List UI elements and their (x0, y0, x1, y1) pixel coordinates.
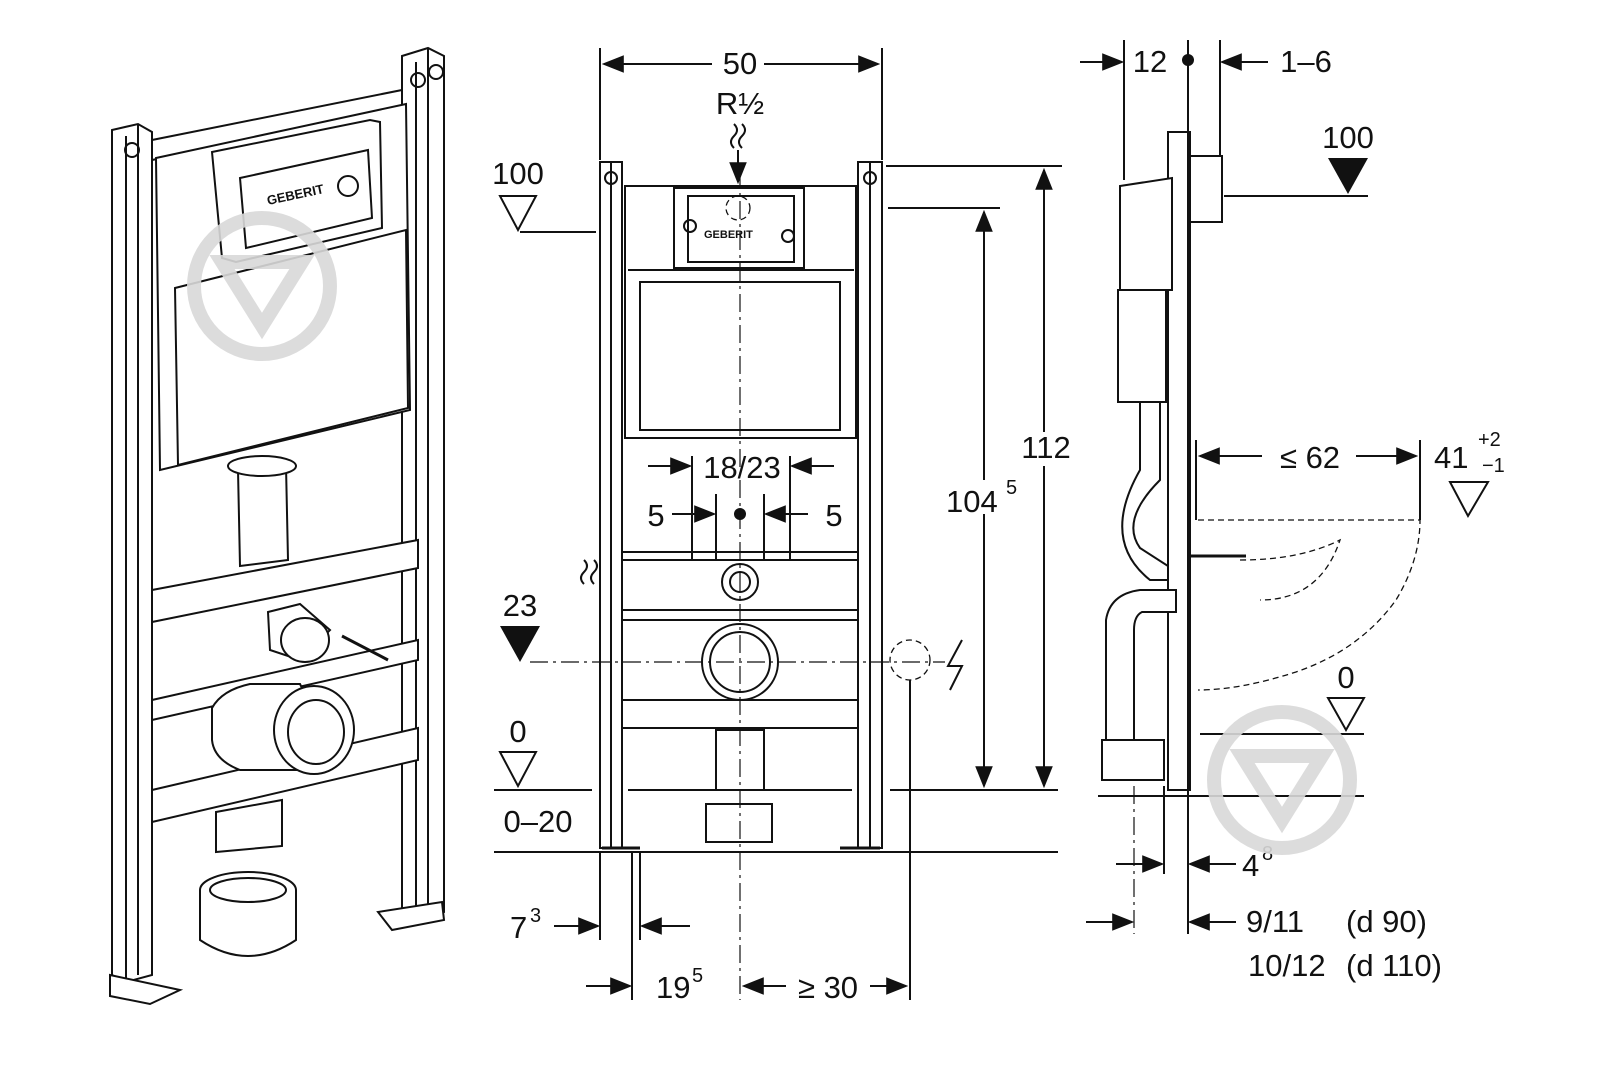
level-floor-label: 0 (509, 714, 526, 749)
dim-inlet-height-sup: 5 (1006, 477, 1017, 499)
side-elevation-view: 12 1–6 100 ≤ 62 41 +2 −1 0 4 8 9/11 (d 9… (1080, 40, 1505, 983)
dim-frame-depth: 12 (1133, 44, 1167, 79)
dim-bowl-height-sup: +2 (1478, 429, 1501, 451)
dim-drain-offset-sup: 5 (692, 965, 703, 987)
dim-side-left: 5 (647, 498, 664, 533)
dim-bowl-height: 41 (1434, 440, 1468, 475)
electric-symbol-icon (946, 639, 964, 691)
label-water-inlet: R½ (716, 86, 764, 121)
dim-bowl-projection: ≤ 62 (1280, 440, 1340, 475)
dim-drain-2: 10/12 (1248, 948, 1326, 983)
dim-edge-offset: 7 (510, 910, 527, 945)
isometric-frame-view: GEBERIT (109, 46, 446, 1006)
dim-width-overall: 50 (723, 46, 757, 81)
front-brand-logo: GEBERIT (704, 229, 753, 241)
dim-flush-spacing: 18/23 (703, 450, 781, 485)
dim-drain-1-note: (d 90) (1346, 904, 1427, 939)
dim-wall-offset-sup: 8 (1262, 843, 1273, 865)
dim-drain-2-note: (d 110) (1346, 948, 1442, 983)
floor-range-label: 0–20 (504, 804, 573, 839)
side-level-floor-label: 0 (1337, 660, 1354, 695)
dim-frame-height: 112 (1021, 430, 1070, 465)
dim-side-right: 5 (825, 498, 842, 533)
dim-wall-offset: 4 (1242, 848, 1259, 883)
side-level-top-label: 100 (1322, 120, 1374, 155)
dim-bowl-height-sub: −1 (1482, 455, 1505, 477)
dim-drain-offset: 19 (656, 970, 690, 1005)
dim-panel-depth: 1–6 (1280, 44, 1332, 79)
level-drain-label: 23 (503, 588, 537, 623)
level-top-label: 100 (492, 156, 544, 191)
dim-drain-1: 9/11 (1246, 904, 1304, 939)
dim-edge-offset-sup: 3 (530, 905, 541, 927)
watermark-logo-icon (187, 211, 337, 361)
water-symbol-icon (580, 559, 598, 585)
dim-electric-offset: ≥ 30 (798, 970, 858, 1005)
watermark-logo-icon-2 (1207, 705, 1357, 855)
dim-inlet-height: 104 (946, 484, 998, 519)
front-elevation-view: GEBERIT 50 R½ 100 23 0 (492, 46, 1078, 1005)
